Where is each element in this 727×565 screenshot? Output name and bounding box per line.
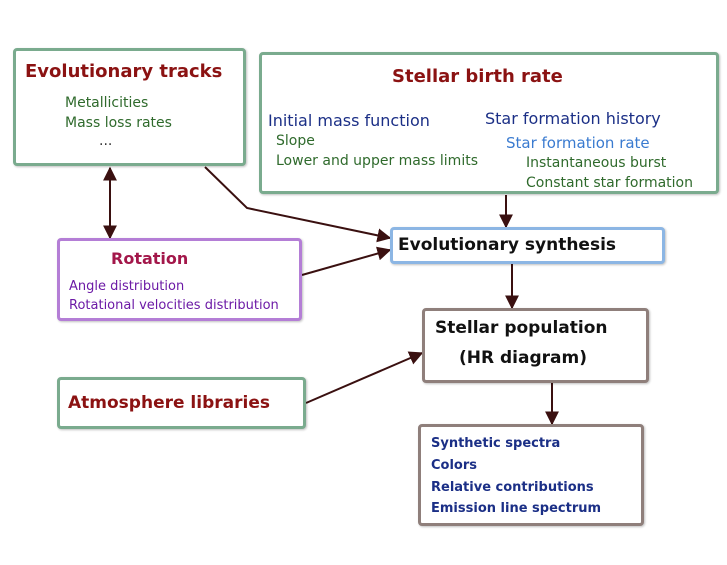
output-item-emission: Emission line spectrum (431, 501, 602, 516)
rotation-item-angle: Angle distribution (69, 279, 185, 294)
stellar-birth-rate-title: Stellar birth rate (392, 66, 563, 87)
evolutionary-tracks-title: Evolutionary tracks (25, 61, 223, 82)
sfh-item-constant: Constant star formation (526, 175, 693, 191)
output-item-colors: Colors (431, 458, 478, 473)
stellar-population-title-line1: Stellar population (435, 318, 608, 338)
output-item-spectra: Synthetic spectra (431, 436, 561, 451)
imf-label: Initial mass function (268, 111, 430, 130)
outputs-box: Synthetic spectra Colors Relative contri… (418, 424, 644, 526)
stellar-population-box: Stellar population (HR diagram) (422, 308, 649, 383)
rotation-box: Rotation Angle distribution Rotational v… (57, 238, 302, 321)
rotation-title: Rotation (111, 249, 189, 268)
imf-item-slope: Slope (276, 133, 315, 149)
sfh-item-burst: Instantaneous burst (526, 155, 667, 171)
arrow-tracks-synthesis (204, 166, 392, 243)
evolutionary-synthesis-title: Evolutionary synthesis (398, 235, 617, 255)
evolutionary-tracks-box: Evolutionary tracks Metallicities Mass l… (13, 48, 246, 166)
stellar-birth-rate-box: Stellar birth rate Initial mass function… (259, 52, 719, 194)
stellar-population-title-line2: (HR diagram) (459, 348, 587, 368)
rotation-item-velocities: Rotational velocities distribution (69, 298, 279, 313)
sfh-label: Star formation history (485, 109, 661, 128)
sfr-label: Star formation rate (506, 134, 650, 152)
atmosphere-libraries-title: Atmosphere libraries (68, 393, 270, 413)
output-item-contributions: Relative contributions (431, 480, 594, 495)
evolutionary-synthesis-box: Evolutionary synthesis (390, 227, 665, 264)
atmosphere-libraries-box: Atmosphere libraries (57, 377, 306, 429)
tracks-item-ellipsis: ... (99, 133, 113, 149)
imf-item-mass-limits: Lower and upper mass limits (276, 153, 478, 169)
tracks-item-metallicities: Metallicities (65, 95, 149, 111)
tracks-item-mass-loss: Mass loss rates (65, 115, 172, 131)
arrow-atmosphere-population (305, 351, 424, 404)
arrow-rotation-synthesis (301, 246, 392, 276)
